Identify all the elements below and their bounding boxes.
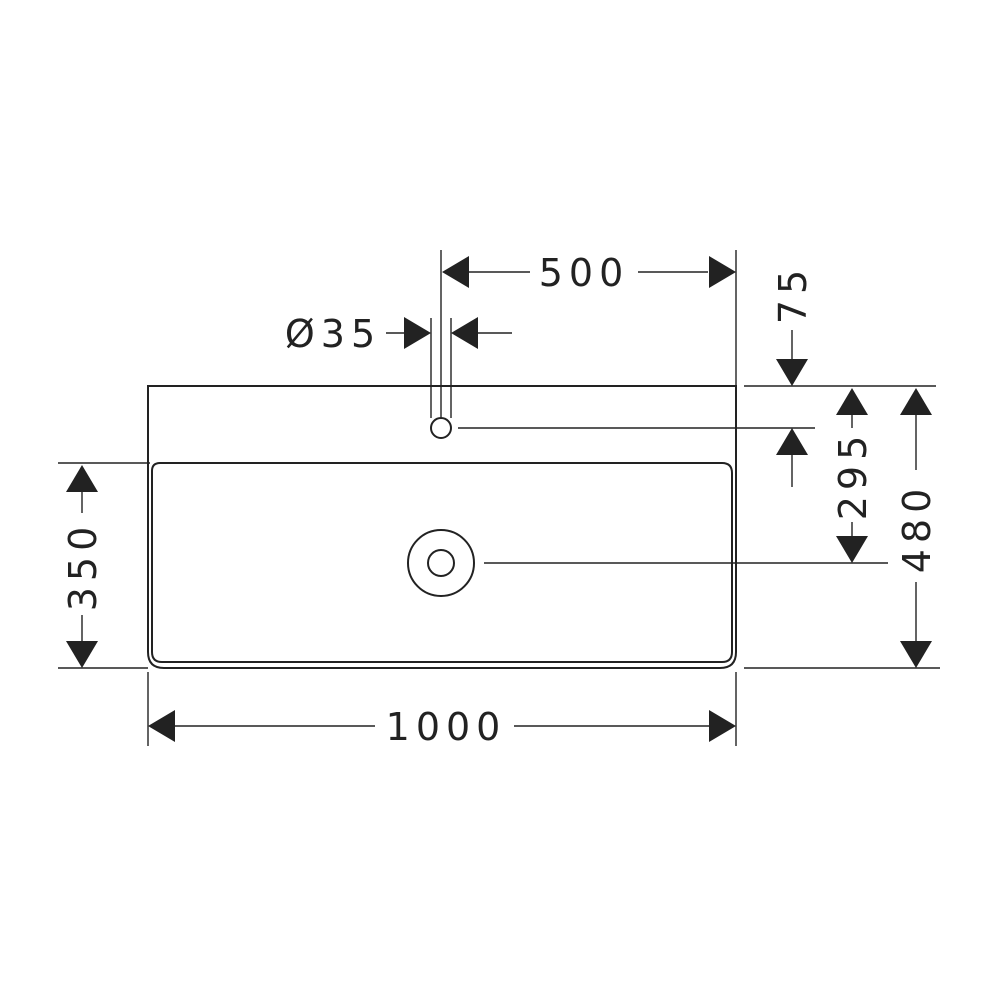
- dim-480-label: 480: [895, 483, 939, 574]
- dim-1000-arrow-left: [148, 710, 175, 742]
- dim-350-arrow-down: [66, 641, 98, 668]
- tap-hole: [430, 417, 452, 439]
- dim-75-arrow-down: [776, 359, 808, 386]
- dim-35-arrow-right: [451, 317, 478, 349]
- dim-295-arrow-up: [836, 388, 868, 415]
- dim-350-arrow-up: [66, 465, 98, 492]
- basin-bowl-outline: [151, 462, 733, 663]
- dim-295-label: 295: [831, 430, 875, 521]
- dim-350-label: 350: [61, 521, 105, 612]
- dim-295-arrow-down: [836, 536, 868, 563]
- drain-outer: [407, 529, 475, 597]
- dim-480-arrow-down: [900, 641, 932, 668]
- basin-outer-outline: [147, 385, 737, 669]
- dim-500-label: 500: [539, 251, 630, 295]
- dim-500-arrow-right: [709, 256, 736, 288]
- dim-75-label: 75: [771, 264, 815, 324]
- dim-35-label: Ø35: [285, 312, 381, 356]
- drain-inner: [427, 549, 455, 577]
- dim-75-arrow-up: [776, 428, 808, 455]
- dim-480-arrow-up: [900, 388, 932, 415]
- dim-500-arrow-left: [442, 256, 469, 288]
- dim-35-arrow-left: [404, 317, 431, 349]
- dim-1000-arrow-right: [709, 710, 736, 742]
- dim-1000-label: 1000: [386, 705, 507, 749]
